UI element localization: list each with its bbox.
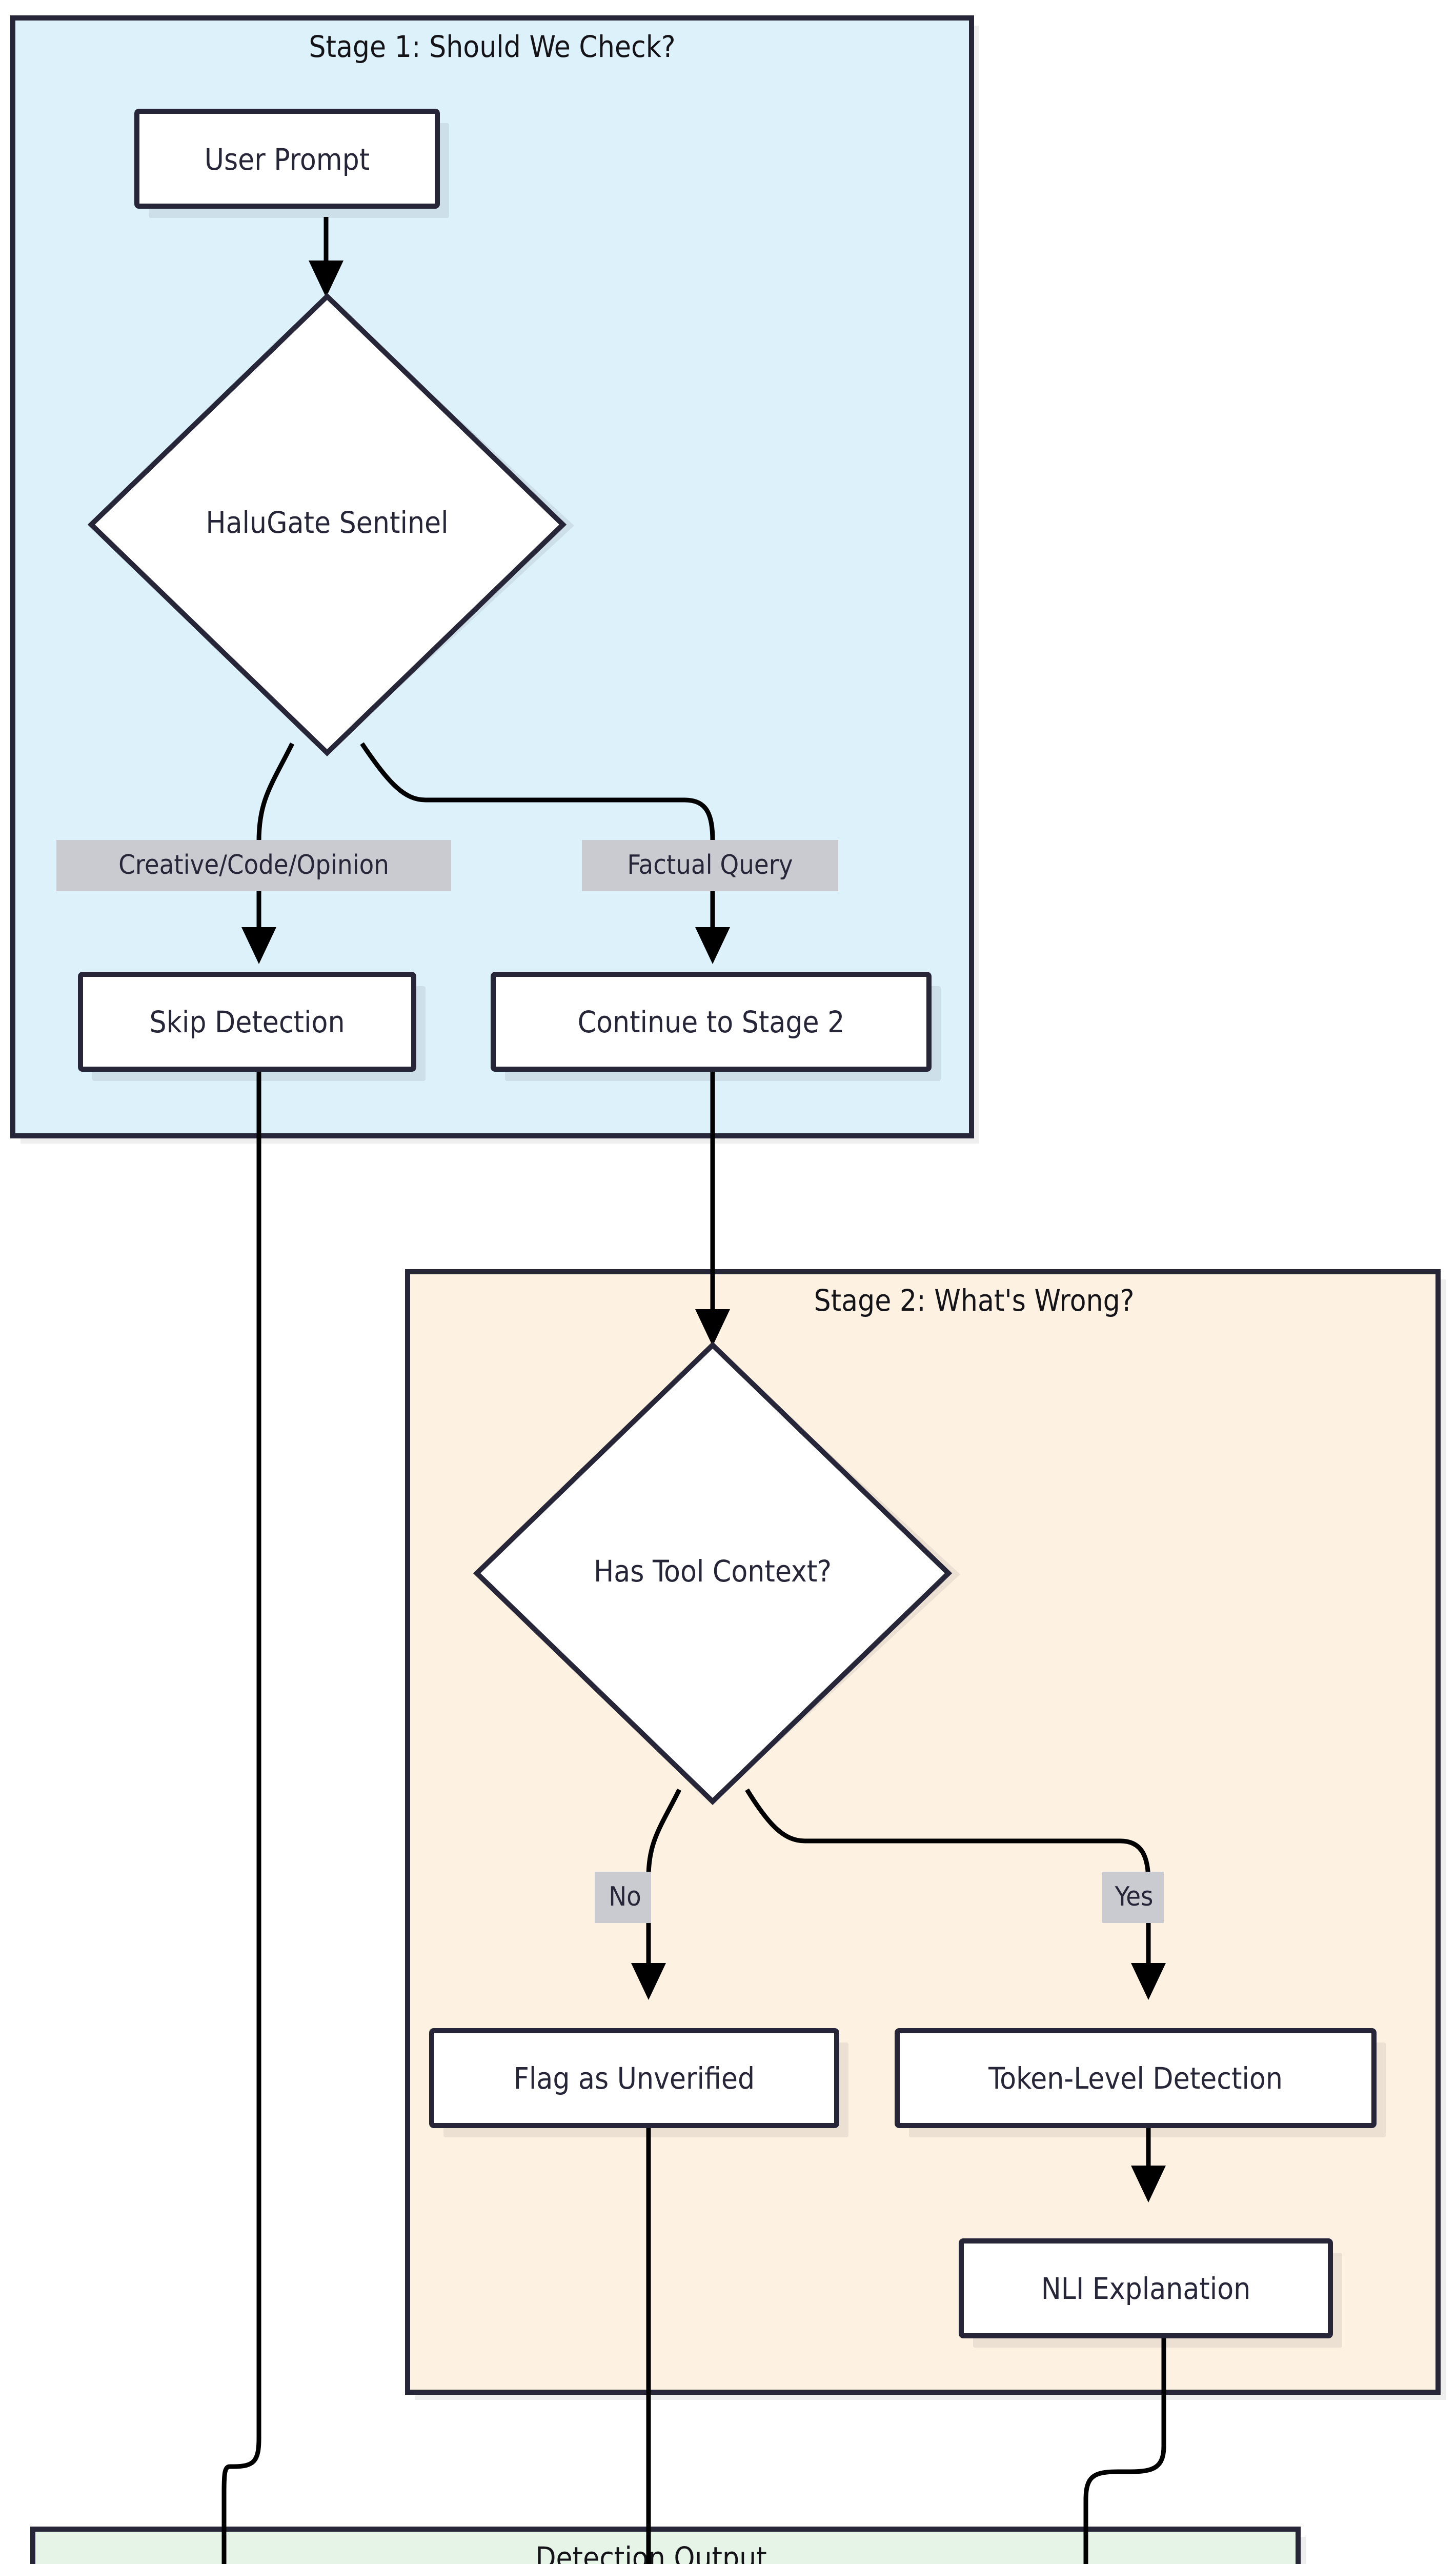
node-token-rect[interactable]	[895, 2028, 1377, 2128]
edge-flag-to-warning-header	[646, 2126, 651, 2564]
edge-user-prompt-to-halugate	[309, 217, 343, 297]
edge-continue-to-has-tool	[695, 1069, 730, 1346]
edge-label-creative-bg	[56, 840, 451, 891]
cluster-output: Detection Output	[30, 2527, 1306, 2564]
node-token-level-detection[interactable]: Token-Level Detection	[895, 2028, 1386, 2137]
cluster-stage2: Stage 2: What's Wrong?	[405, 1269, 1446, 2400]
node-skip-detection[interactable]: Skip Detection	[78, 972, 426, 1081]
node-continue-label: Continue to Stage 2	[578, 1005, 845, 1039]
node-nli-explanation[interactable]: NLI Explanation	[959, 2238, 1342, 2348]
node-continue-to-stage-2[interactable]: Continue to Stage 2	[491, 972, 941, 1081]
node-halugate-label: HaluGate Sentinel	[206, 505, 448, 540]
node-token-label: Token-Level Detection	[988, 2061, 1283, 2096]
edge-nli-to-detailed	[1083, 2336, 1166, 2564]
edge-label-no: No	[595, 1872, 651, 1923]
arrowhead	[1131, 2166, 1166, 2202]
node-flag-rect[interactable]	[429, 2028, 839, 2128]
arrowhead	[1131, 1963, 1166, 2000]
arrowhead	[695, 1309, 730, 1346]
edge-skip-to-pass-through	[221, 1069, 261, 2564]
edge-token-to-nli	[1131, 2126, 1166, 2202]
edge-label-factual-text: Factual Query	[627, 850, 793, 880]
edge-label-creative-text: Creative/Code/Opinion	[118, 850, 389, 880]
edge-label-yes-bg	[1102, 1872, 1164, 1923]
node-continue-rect[interactable]	[491, 972, 932, 1072]
arrowhead	[309, 261, 343, 297]
arrowhead	[631, 1963, 666, 2000]
edge-label-no-text: No	[609, 1881, 641, 1912]
node-has-tool-label: Has Tool Context?	[594, 1554, 832, 1589]
node-nli-label: NLI Explanation	[1041, 2271, 1250, 2306]
edge-has-tool-to-token	[745, 1788, 1166, 2000]
node-nli-rect[interactable]	[959, 2238, 1333, 2338]
cluster-stage2-title: Stage 2: What's Wrong?	[814, 1283, 1135, 1318]
cluster-output-title: Detection Output	[535, 2540, 766, 2564]
edge-label-factual: Factual Query	[582, 840, 838, 891]
cluster-stage2-rect	[405, 1269, 1441, 2395]
cluster-stage1-title: Stage 1: Should We Check?	[309, 29, 675, 64]
arrowhead	[695, 927, 730, 964]
node-halugate-diamond[interactable]	[87, 293, 567, 756]
node-has-tool-diamond[interactable]	[473, 1341, 953, 1805]
edge-label-factual-bg	[582, 840, 838, 891]
node-user-prompt-label: User Prompt	[205, 142, 370, 177]
node-user-prompt[interactable]: User Prompt	[134, 109, 449, 218]
node-skip-rect[interactable]	[78, 972, 416, 1072]
node-flag-label: Flag as Unverified	[514, 2061, 755, 2096]
edge-label-no-bg	[595, 1872, 651, 1923]
node-skip-label: Skip Detection	[149, 1005, 345, 1039]
node-halugate-sentinel[interactable]: HaluGate Sentinel	[87, 293, 574, 756]
node-user-prompt-rect[interactable]	[134, 109, 440, 209]
edge-label-yes: Yes	[1102, 1872, 1164, 1923]
edge-halugate-to-continue	[360, 742, 730, 964]
arrowhead	[241, 927, 276, 964]
edge-label-yes-text: Yes	[1115, 1881, 1154, 1912]
node-flag-as-unverified[interactable]: Flag as Unverified	[429, 2028, 848, 2137]
edge-has-tool-to-flag	[631, 1788, 682, 2000]
edge-label-creative: Creative/Code/Opinion	[56, 840, 451, 891]
node-has-tool-context[interactable]: Has Tool Context?	[473, 1341, 960, 1805]
edge-halugate-to-skip	[241, 742, 295, 964]
